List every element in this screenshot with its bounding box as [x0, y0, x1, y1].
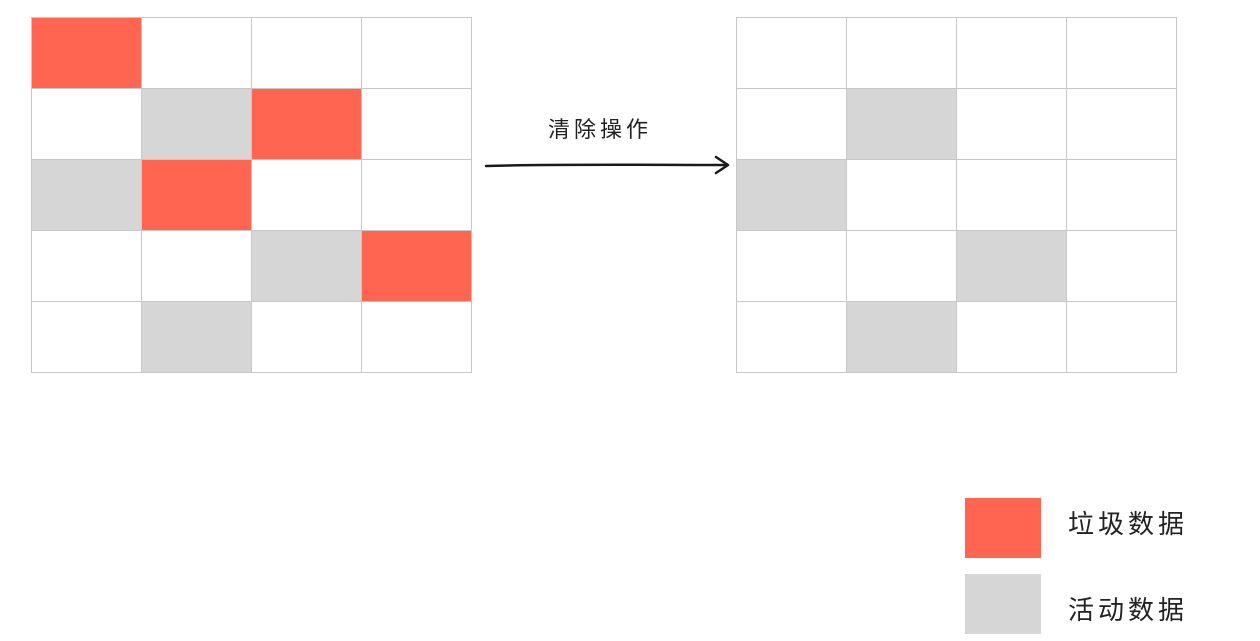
memory-cell-empty — [847, 231, 957, 302]
memory-cell-garbage — [142, 160, 252, 231]
memory-cell-empty — [32, 231, 142, 302]
memory-cell-garbage — [252, 89, 362, 160]
memory-cell-empty — [142, 231, 252, 302]
memory-cell-empty — [32, 89, 142, 160]
memory-grid-before-cleanup — [31, 17, 472, 373]
memory-cell-empty — [362, 89, 472, 160]
memory-cell-empty — [957, 18, 1067, 89]
memory-cell-active — [847, 89, 957, 160]
memory-cell-empty — [737, 18, 847, 89]
memory-cell-empty — [252, 302, 362, 373]
memory-cell-empty — [957, 160, 1067, 231]
memory-cell-empty — [142, 18, 252, 89]
memory-cell-garbage — [362, 231, 472, 302]
memory-cell-active — [957, 231, 1067, 302]
legend-active-label: 活动数据 — [1068, 596, 1189, 626]
cleanup-arrow-icon — [484, 155, 730, 175]
cleanup-operation-label: 清除操作 — [548, 118, 653, 143]
memory-cell-active — [847, 302, 957, 373]
memory-cell-active — [252, 231, 362, 302]
memory-cell-active — [737, 160, 847, 231]
memory-cell-active — [32, 160, 142, 231]
memory-cell-empty — [1067, 231, 1177, 302]
memory-cell-active — [142, 302, 252, 373]
memory-cell-empty — [362, 160, 472, 231]
memory-cell-active — [142, 89, 252, 160]
memory-cell-empty — [252, 18, 362, 89]
memory-cell-empty — [957, 89, 1067, 160]
memory-cell-empty — [1067, 302, 1177, 373]
memory-cell-empty — [1067, 89, 1177, 160]
memory-cell-empty — [362, 18, 472, 89]
legend-garbage-swatch — [965, 498, 1041, 558]
memory-cell-empty — [737, 89, 847, 160]
legend-garbage-label: 垃圾数据 — [1068, 510, 1189, 540]
memory-cell-empty — [737, 302, 847, 373]
legend-active-swatch — [965, 574, 1041, 634]
memory-cell-empty — [957, 302, 1067, 373]
memory-cell-garbage — [32, 18, 142, 89]
memory-cell-empty — [1067, 18, 1177, 89]
memory-grid-after-cleanup — [736, 17, 1177, 373]
memory-cell-empty — [847, 160, 957, 231]
memory-cell-empty — [1067, 160, 1177, 231]
memory-cell-empty — [737, 231, 847, 302]
memory-cell-empty — [847, 18, 957, 89]
memory-cell-empty — [252, 160, 362, 231]
memory-cell-empty — [32, 302, 142, 373]
memory-cell-empty — [362, 302, 472, 373]
